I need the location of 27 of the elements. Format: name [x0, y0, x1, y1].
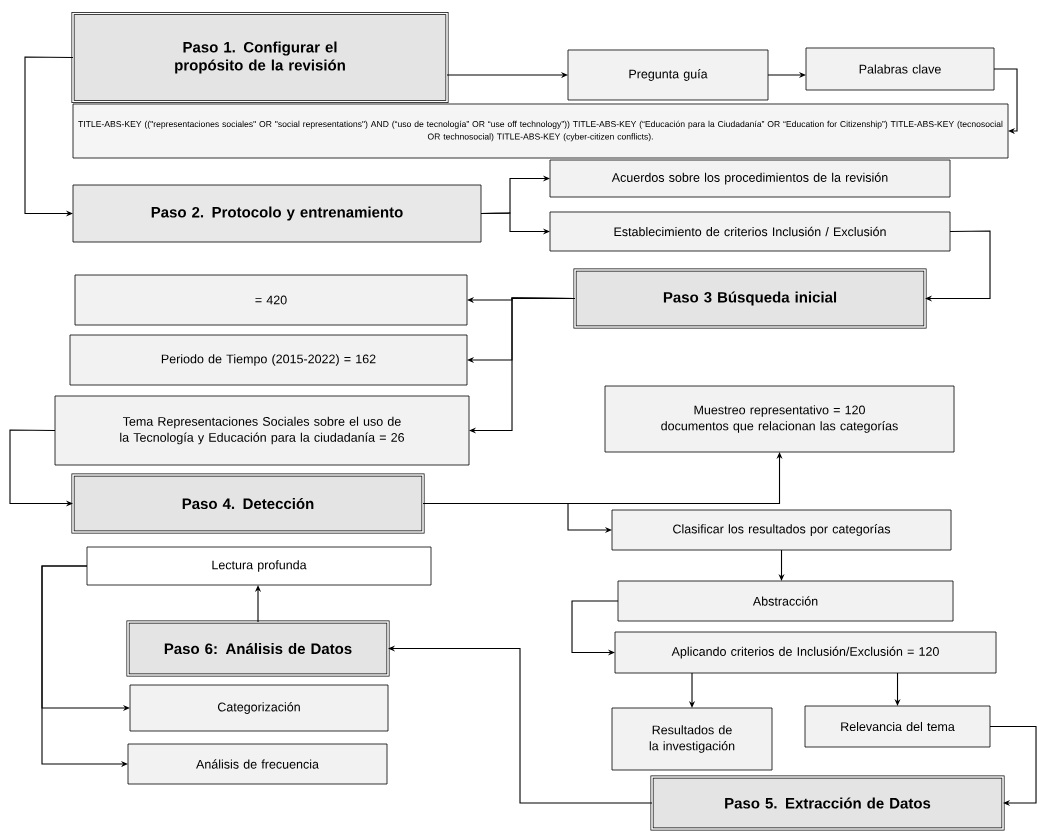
process-box: Aplicando criterios de Inclusión/Exclusión = 120	[614, 631, 997, 674]
process-box: Abstracción	[617, 580, 954, 622]
process-box: Resultados de la investigación	[611, 707, 773, 771]
arrow	[469, 297, 576, 434]
step-box: Paso 1. Configurar el propósito de la revisión	[71, 12, 449, 103]
step-box: Paso 6: Análisis de Datos	[126, 620, 390, 677]
process-box: Categorización	[129, 684, 389, 732]
process-box: Acuerdos sobre los procedimientos de la revisión	[549, 159, 951, 198]
process-box: Relevancia del tema	[804, 705, 991, 748]
process-box: Clasificar los resultados por categorías	[611, 509, 952, 551]
step-box: Paso 3 Búsqueda inicial	[573, 268, 927, 329]
process-box: Palabras clave	[805, 47, 995, 91]
process-box: Análisis de frecuencia	[127, 743, 388, 785]
step-box: Paso 2. Protocolo y entrenamiento	[72, 184, 482, 243]
arrow	[989, 725, 1037, 807]
process-box: Establecimiento de criterios Inclusión / Exclusión	[549, 211, 951, 252]
step-box: Paso 5. Extracción de Datos	[650, 775, 1005, 831]
arrow	[993, 68, 1018, 135]
process-box: = 420	[74, 274, 468, 326]
process-box: Tema Representaciones Sociales sobre el uso de la Tecnología y Educación para la ciudadanía = 26	[54, 395, 470, 466]
step-box: Paso 4. Detección	[71, 473, 425, 534]
arrow	[925, 230, 991, 302]
process-box: Muestreo representativo = 120 documentos que relacionan las categorías	[604, 385, 955, 453]
query-box: TITLE-ABS-KEY (("representaciones sociales" OR "social representations") AND (“uso de tecnología” OR “use off technology”)) TITLE-ABS-KEY (“Educación para la Ciudadanía” OR “Education for Citizenship”) TITLE-ABS-KEY (tecnosocial OR technosocial) TITLE-ABS-KEY (cyber-citizen conflicts).	[72, 103, 1009, 159]
process-box: Lectura profunda	[86, 546, 432, 586]
process-box: Periodo de Tiempo (2015-2022) = 162	[69, 334, 468, 386]
process-box: Pregunta guía	[567, 49, 769, 101]
